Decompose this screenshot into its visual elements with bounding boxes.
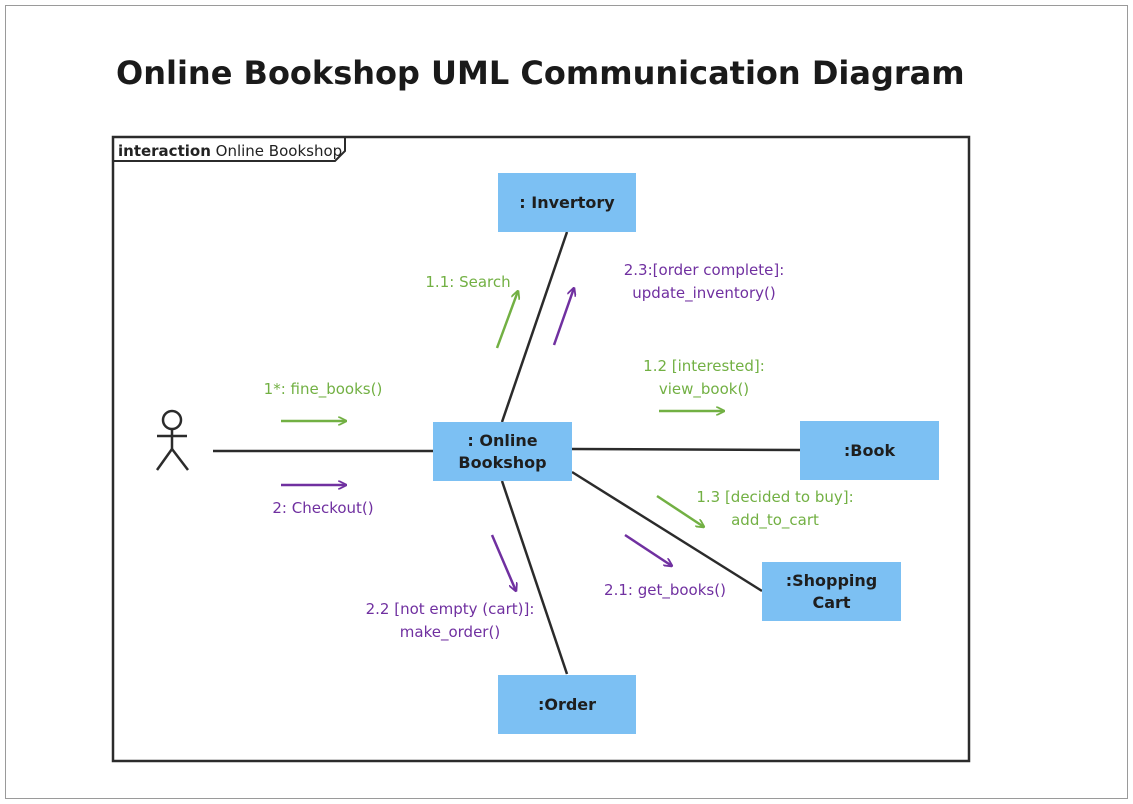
object-inventory-label: : Invertory bbox=[519, 192, 615, 212]
frame-name: Online Bookshop bbox=[215, 142, 343, 160]
message-update-inventory: 2.3:[order complete]: update_inventory() bbox=[623, 261, 785, 302]
frame-tab bbox=[113, 137, 346, 162]
arrow-search bbox=[495, 291, 518, 349]
link-bookshop-book bbox=[571, 447, 801, 452]
message-get-books: 2.1: get_books() bbox=[604, 581, 726, 599]
message-view-book: 1.2 [interested]: view_book() bbox=[643, 357, 765, 398]
object-shopping-cart-label: :Shopping Cart bbox=[785, 570, 878, 612]
diagram-title: Online Bookshop UML Communication Diagra… bbox=[116, 54, 965, 92]
link-bookshop-cart bbox=[571, 470, 763, 593]
page-border bbox=[5, 5, 1128, 799]
object-book[interactable]: :Book bbox=[800, 421, 939, 480]
message-add-to-cart: 1.3 [decided to buy]: add_to_cart bbox=[696, 488, 854, 529]
frame-keyword: interaction bbox=[118, 142, 211, 160]
actor-icon bbox=[155, 409, 189, 471]
arrow-make-order bbox=[490, 534, 516, 591]
arrow-get-books bbox=[624, 533, 672, 566]
object-book-label: :Book bbox=[843, 440, 896, 460]
link-bookshop-inventory bbox=[500, 231, 569, 423]
message-checkout: 2: Checkout() bbox=[272, 499, 374, 517]
link-bookshop-order bbox=[500, 480, 569, 675]
arrow-update-inventory bbox=[552, 288, 574, 346]
object-order[interactable]: :Order bbox=[498, 675, 636, 734]
frame-label: interaction Online Bookshop bbox=[118, 142, 342, 160]
object-online-bookshop[interactable]: : Online Bookshop bbox=[433, 422, 572, 481]
message-search: 1.1: Search bbox=[425, 273, 511, 291]
object-order-label: :Order bbox=[537, 694, 597, 714]
arrow-add-to-cart bbox=[656, 494, 704, 527]
object-shopping-cart[interactable]: :Shopping Cart bbox=[762, 562, 901, 621]
object-inventory[interactable]: : Invertory bbox=[498, 173, 636, 232]
interaction-frame bbox=[111, 135, 971, 763]
message-make-order: 2.2 [not empty (cart)]: make_order() bbox=[365, 600, 535, 641]
object-online-bookshop-label: : Online Bookshop bbox=[458, 430, 547, 472]
message-find-books: 1*: fine_books() bbox=[263, 380, 383, 398]
